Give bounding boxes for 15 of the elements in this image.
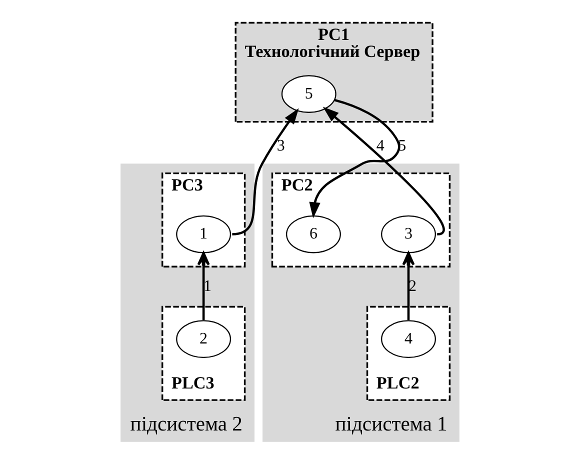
node-ellipse: 2	[176, 320, 231, 358]
arrow	[322, 106, 444, 235]
edge-label: 4	[376, 137, 384, 154]
node-ellipse: 6	[286, 214, 340, 253]
node-ellipse: 5	[280, 74, 336, 112]
arrow	[402, 251, 414, 320]
arrow	[196, 251, 210, 320]
arrow	[232, 108, 298, 235]
node-ellipse: 1	[176, 214, 231, 253]
edge-label: 1	[203, 277, 212, 294]
edge-label: 3	[276, 137, 284, 154]
node-ellipse: 3	[380, 214, 436, 253]
node-ellipse: 4	[380, 320, 436, 358]
edge-label: 2	[408, 277, 416, 294]
arrow	[308, 98, 400, 218]
